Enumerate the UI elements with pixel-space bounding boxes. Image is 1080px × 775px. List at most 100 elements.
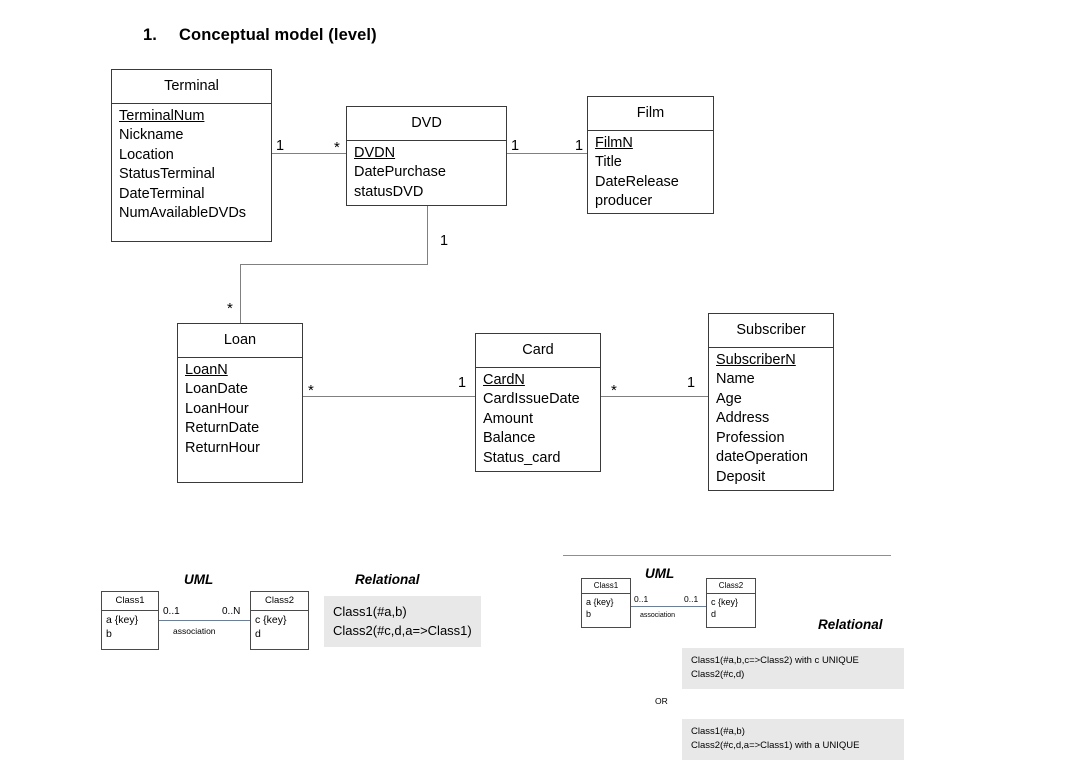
connector-dvd-loan-segment-vertical-bottom — [240, 264, 241, 323]
attribute-row: DVDN — [354, 144, 396, 161]
attribute-row: LoanN — [185, 361, 228, 378]
relational-line: Class2(#c,d,a=>Class1) with a UNIQUE — [691, 740, 860, 751]
class-box-card[interactable]: Card CardN CardIssueDate Amount Balance … — [475, 333, 601, 472]
attribute-row: StatusTerminal — [119, 166, 215, 182]
attribute-row: dateOperation — [716, 449, 808, 465]
relational-line: Class1(#a,b) — [691, 726, 745, 737]
legend-right-class1-name: Class1 — [582, 579, 630, 594]
attribute-row: LoanDate — [185, 381, 248, 397]
attribute-row: c {key} — [711, 597, 739, 607]
class-name-dvd: DVD — [347, 107, 506, 141]
multiplicity-card-subscriber-left: * — [611, 382, 617, 399]
legend-right-association-line — [630, 606, 707, 607]
multiplicity-loan-card-left: * — [308, 382, 314, 399]
class-box-dvd[interactable]: DVD DVDN DatePurchase statusDVD — [346, 106, 507, 206]
attribute-row: a {key} — [586, 597, 614, 607]
title-number: 1. — [143, 26, 157, 44]
class-attributes-terminal: TerminalNum Nickname Location StatusTerm… — [112, 104, 271, 228]
attribute-row: Age — [716, 390, 742, 407]
attribute-row: DatePurchase — [354, 164, 446, 180]
multiplicity-terminal-dvd-right: * — [334, 139, 340, 156]
attribute-row: DateTerminal — [119, 185, 205, 202]
connector-terminal-dvd — [271, 153, 347, 154]
attribute-row: Status_card — [483, 449, 561, 466]
legend-right-divider — [563, 555, 891, 556]
legend-right-association-label: association — [640, 612, 676, 619]
connector-dvd-loan-segment-horizontal — [240, 264, 428, 265]
class-name-loan: Loan — [178, 324, 302, 358]
relational-line: Class1(#a,b,c=>Class2) with c UNIQUE — [691, 655, 859, 666]
legend-left-association-line — [159, 620, 251, 621]
attribute-row: a {key} — [106, 613, 139, 626]
attribute-row: Title — [595, 154, 622, 170]
attribute-row: FilmN — [595, 134, 633, 151]
legend-left-class1-name: Class1 — [102, 592, 158, 611]
legend-left-class1-attributes: a {key} b — [102, 611, 158, 643]
legend-right-class1-box[interactable]: Class1 a {key} b — [581, 578, 631, 628]
attribute-row: CardN — [483, 371, 525, 388]
class-box-terminal[interactable]: Terminal TerminalNum Nickname Location S… — [111, 69, 272, 242]
legend-right-class2-box[interactable]: Class2 c {key} d — [706, 578, 756, 628]
attribute-row: SubscriberN — [716, 351, 796, 368]
legend-left-uml-heading: UML — [184, 572, 214, 587]
attribute-row: NumAvailableDVDs — [119, 205, 247, 221]
legend-right-multiplicity-right: 0..1 — [684, 594, 699, 604]
legend-right-or-label: OR — [655, 696, 668, 706]
multiplicity-dvd-loan-bottom: * — [227, 300, 233, 317]
legend-right-class1-attributes: a {key} b — [582, 594, 630, 622]
legend-left-relational-heading: Relational — [355, 572, 420, 587]
attribute-row: Deposit — [716, 468, 766, 485]
attribute-row: CardIssueDate — [483, 391, 580, 407]
relational-line: Class2(#c,d,a=>Class1) — [333, 623, 472, 638]
legend-right-class2-name: Class2 — [707, 579, 755, 594]
class-box-film[interactable]: Film FilmN Title DateRelease producer — [587, 96, 714, 214]
attribute-row: d — [255, 627, 261, 640]
page-title: 1. Conceptual model (level) — [143, 26, 377, 45]
attribute-row: ReturnDate — [185, 420, 260, 436]
class-attributes-film: FilmN Title DateRelease producer — [588, 131, 713, 216]
legend-left-association-label: association — [173, 626, 216, 636]
multiplicity-card-subscriber-right: 1 — [687, 375, 696, 391]
class-attributes-subscriber: SubscriberN Name Age Address Profession … — [709, 348, 833, 492]
title-text: Conceptual model (level) — [179, 26, 377, 44]
legend-left-class2-name: Class2 — [251, 592, 308, 611]
multiplicity-dvd-film-right: 1 — [575, 138, 584, 154]
legend-left-multiplicity-right: 0..N — [222, 606, 241, 617]
class-name-card: Card — [476, 334, 600, 368]
attribute-row: DateRelease — [595, 173, 679, 190]
attribute-row: Amount — [483, 410, 533, 427]
class-attributes-loan: LoanN LoanDate LoanHour ReturnDate Retur… — [178, 358, 302, 463]
attribute-row: b — [106, 627, 112, 640]
connector-dvd-loan-segment-vertical-top — [427, 205, 428, 264]
attribute-row: d — [711, 609, 717, 619]
class-name-film: Film — [588, 97, 713, 131]
class-attributes-card: CardN CardIssueDate Amount Balance Statu… — [476, 368, 600, 473]
legend-left-multiplicity-left: 0..1 — [163, 606, 180, 617]
attribute-row: Nickname — [119, 127, 184, 143]
attribute-row: c {key} — [255, 613, 287, 626]
class-attributes-dvd: DVDN DatePurchase statusDVD — [347, 141, 506, 207]
attribute-row: Name — [716, 371, 755, 387]
legend-left-class2-box[interactable]: Class2 c {key} d — [250, 591, 309, 650]
legend-right-relational-box-option-a: Class1(#a,b,c=>Class2) with c UNIQUE Cla… — [682, 648, 904, 689]
legend-right-relational-heading: Relational — [818, 617, 883, 632]
multiplicity-dvd-film-left: 1 — [511, 138, 520, 154]
legend-right-uml-heading: UML — [645, 566, 675, 581]
legend-right-multiplicity-left: 0..1 — [634, 594, 649, 604]
attribute-row: Address — [716, 410, 770, 426]
connector-dvd-film — [506, 153, 588, 154]
multiplicity-loan-card-right: 1 — [458, 375, 467, 391]
class-box-loan[interactable]: Loan LoanN LoanDate LoanHour ReturnDate … — [177, 323, 303, 483]
class-name-terminal: Terminal — [112, 70, 271, 104]
legend-left-relational-box: Class1(#a,b) Class2(#c,d,a=>Class1) — [324, 596, 481, 647]
legend-right-class2-attributes: c {key} d — [707, 594, 755, 622]
attribute-row: Location — [119, 146, 174, 163]
attribute-row: LoanHour — [185, 400, 249, 417]
legend-left-class1-box[interactable]: Class1 a {key} b — [101, 591, 159, 650]
connector-card-subscriber — [600, 396, 709, 397]
attribute-row: producer — [595, 193, 653, 209]
multiplicity-dvd-loan-top: 1 — [440, 233, 449, 249]
class-box-subscriber[interactable]: Subscriber SubscriberN Name Age Address … — [708, 313, 834, 491]
attribute-row: Profession — [716, 429, 785, 446]
